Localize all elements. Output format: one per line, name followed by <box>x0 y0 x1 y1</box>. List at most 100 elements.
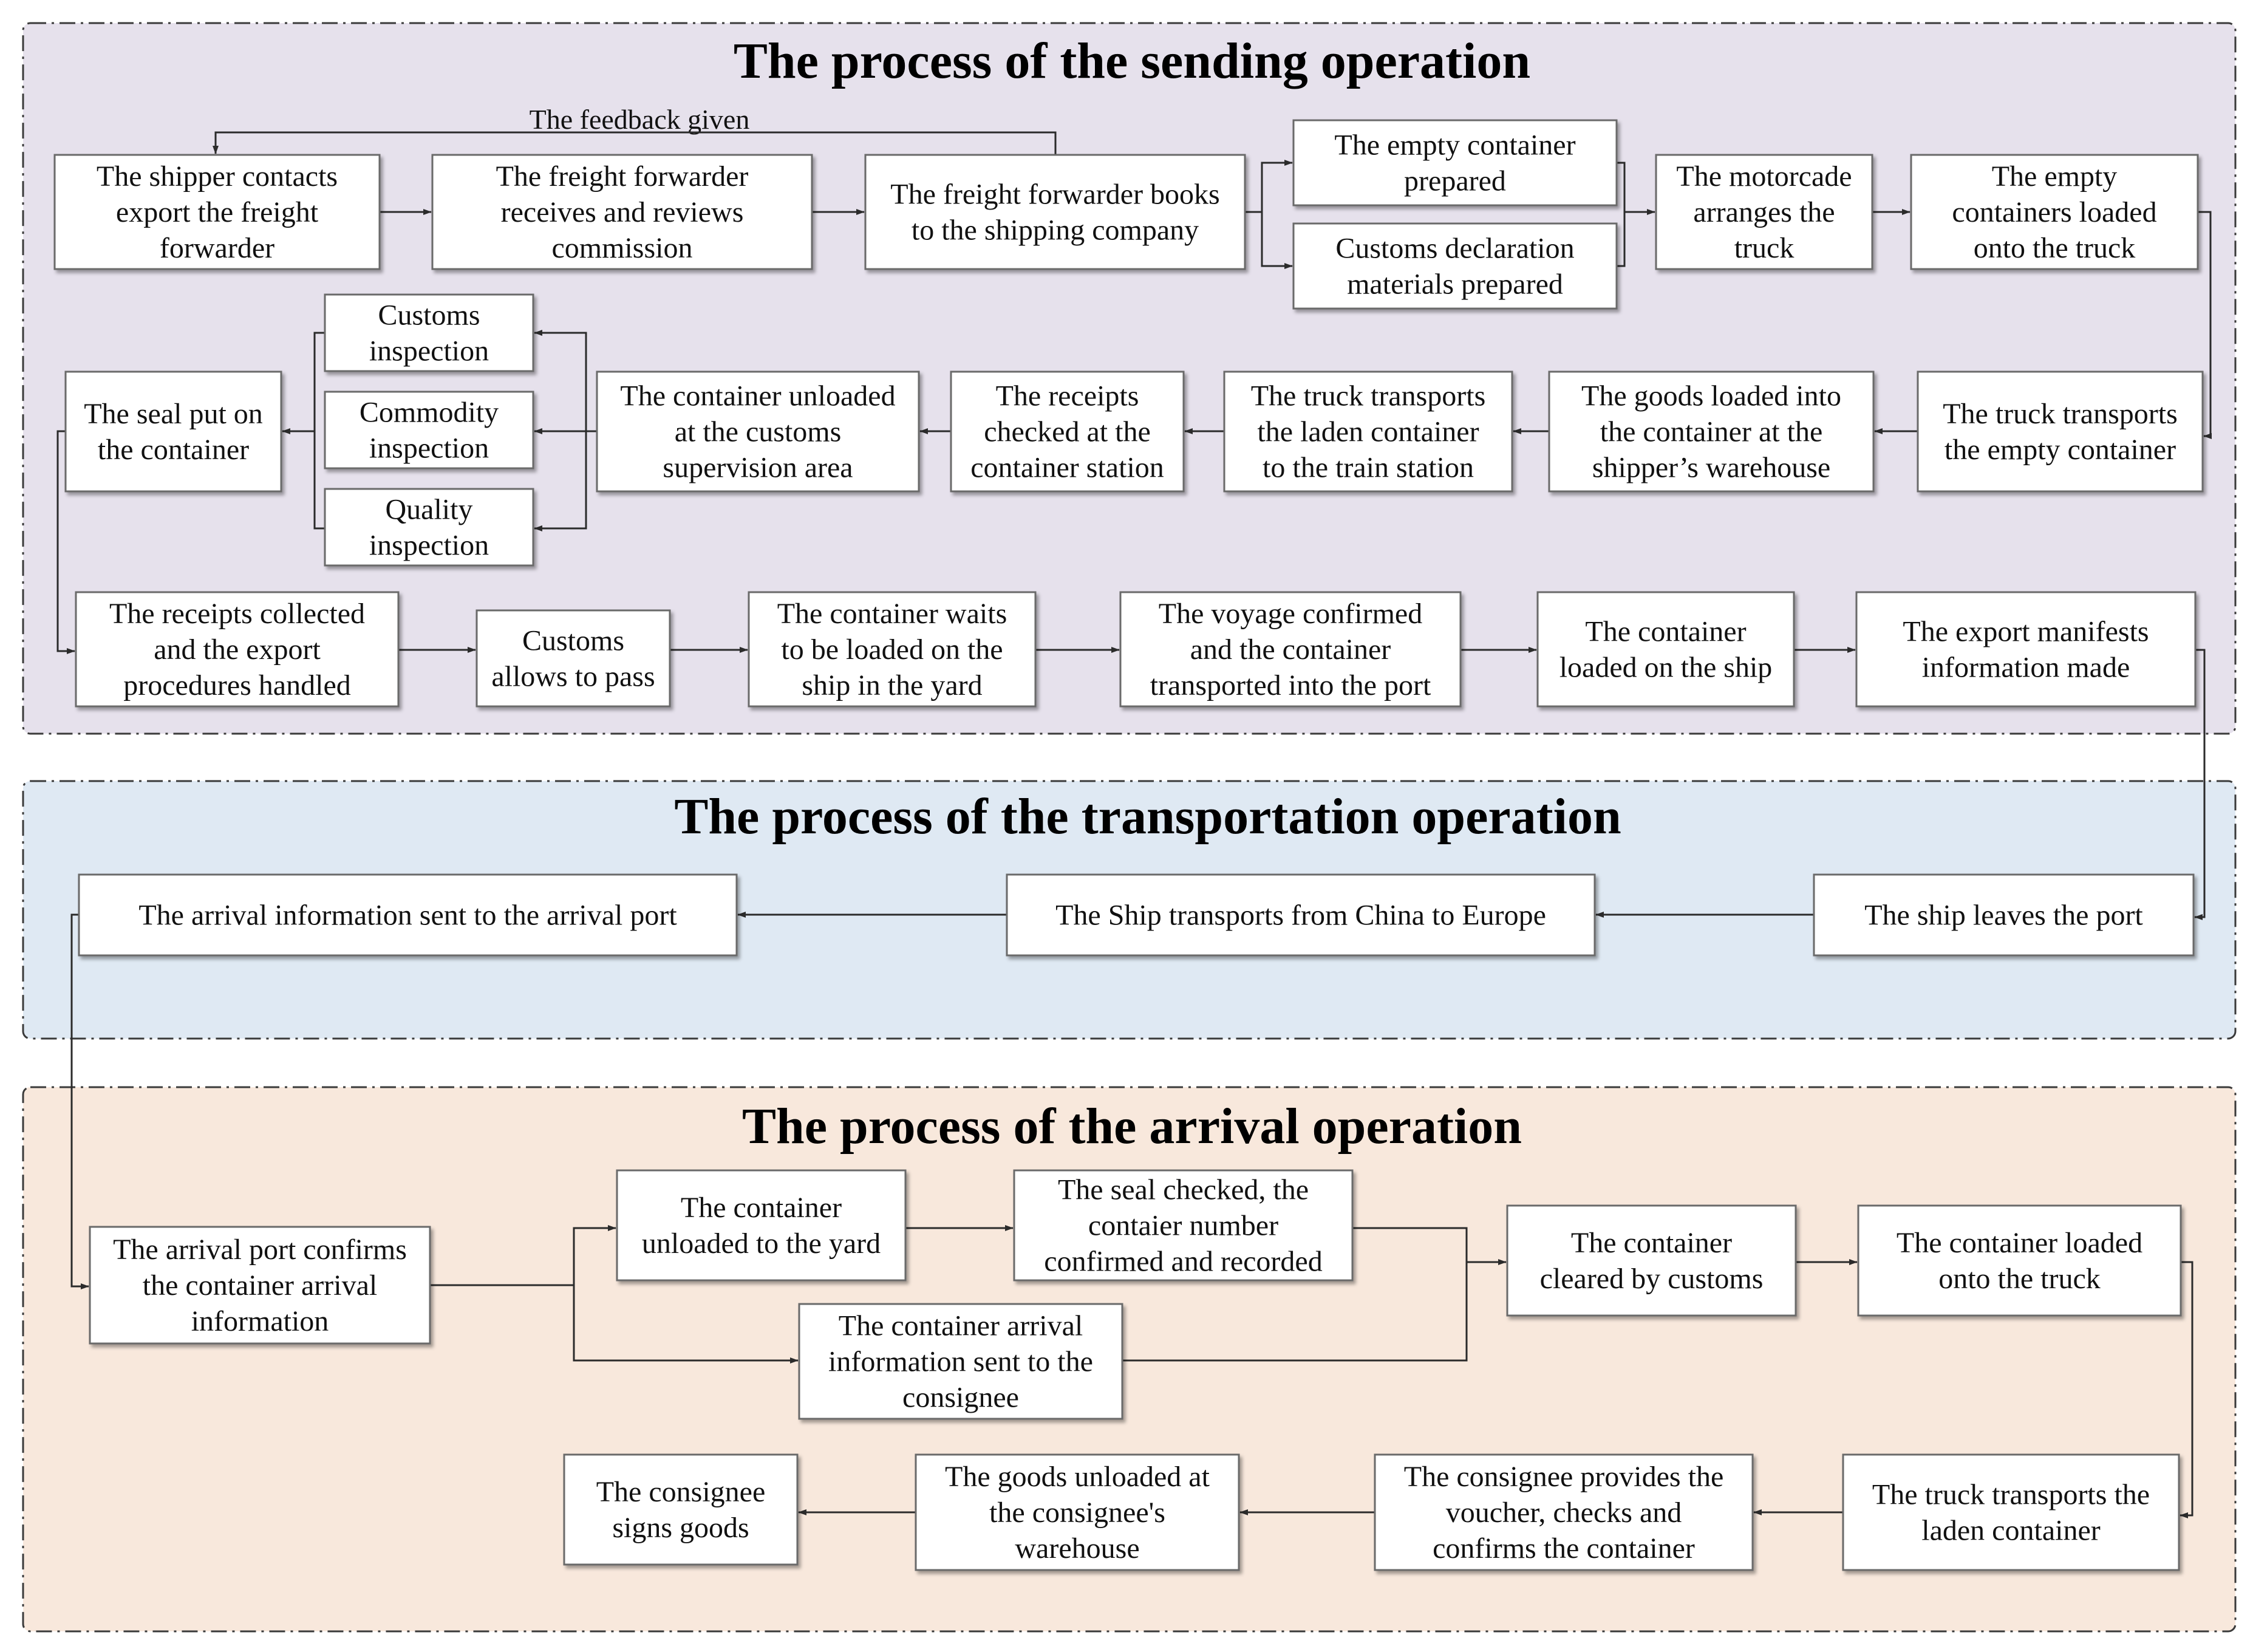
step-label-line: inspection <box>369 335 489 367</box>
step-box <box>1292 119 1618 206</box>
step-label-line: truck <box>1734 232 1795 264</box>
step-label-line: export the freight <box>116 196 319 228</box>
process-step-s17: The container loaded on the ship <box>1536 591 1795 708</box>
step-label-line: The container waits <box>777 598 1007 630</box>
step-label-line: The freight forwarder <box>496 160 749 193</box>
step-label-line: The arrival port confirms <box>113 1234 407 1266</box>
step-box <box>1857 1204 2182 1317</box>
step-label-line: The goods loaded into <box>1581 380 1841 412</box>
step-label-line: materials prepared <box>1347 268 1563 301</box>
process-step-s14: Customs allows to pass <box>475 609 671 708</box>
step-label-line: receives and reviews <box>501 196 744 228</box>
step-box <box>1917 370 2204 493</box>
step-label-line: confirms the container <box>1433 1532 1695 1565</box>
step-label-line: Commodity <box>360 397 499 429</box>
step-label-line: The motorcade <box>1676 160 1852 193</box>
step-label-line: warehouse <box>1015 1532 1139 1565</box>
step-box <box>1119 591 1462 708</box>
step-label-line: loaded on the ship <box>1559 652 1773 684</box>
step-label-line: Customs <box>522 625 624 657</box>
step-box <box>1223 370 1513 493</box>
step-label-line: transported into the port <box>1150 669 1431 701</box>
step-label-line: unloaded to the yard <box>642 1227 881 1260</box>
step-label-line: voucher, checks and <box>1446 1497 1682 1529</box>
step-label-line: The arrival information sent to the arri… <box>138 899 677 932</box>
step-label-line: allows to pass <box>491 661 655 693</box>
step-label-line: Customs <box>378 299 480 332</box>
flow-arrow <box>1245 160 1293 213</box>
step-label-line: The seal checked, the <box>1058 1174 1309 1206</box>
step-label-line: The truck transports <box>1943 398 2178 430</box>
flow-arrow <box>2194 649 2206 920</box>
step-label-line: shipper’s warehouse <box>1592 452 1830 484</box>
step-label-line: the container <box>98 434 249 466</box>
step-label-line: to the shipping company <box>912 214 1199 247</box>
step-label-line: The receipts <box>996 380 1139 412</box>
step-box <box>915 1453 1240 1571</box>
step-label-line: confirmed and recorded <box>1044 1246 1322 1278</box>
step-label-line: The container unloaded <box>620 380 895 412</box>
step-box <box>1655 154 1873 270</box>
step-box <box>1506 1204 1797 1317</box>
step-label-line: inspection <box>369 432 489 465</box>
flow-arrow <box>534 330 597 432</box>
step-label-line: to be loaded on the <box>781 633 1003 666</box>
step-label-line: checked at the <box>984 416 1151 448</box>
flow-arrow <box>70 913 89 1289</box>
step-label-line: The container <box>1585 616 1746 648</box>
flow-arrow <box>2180 1261 2193 1518</box>
step-label-line: the container arrival <box>143 1269 377 1302</box>
step-box <box>431 154 813 270</box>
step-label-line: arranges the <box>1693 196 1835 228</box>
step-box <box>75 591 400 708</box>
step-box <box>864 154 1246 270</box>
step-label-line: information <box>191 1305 329 1337</box>
process-step-t1: The ship leaves the port <box>1813 873 2195 957</box>
step-box <box>1910 154 2199 270</box>
step-label-line: signs goods <box>612 1512 749 1544</box>
step-box <box>563 1453 799 1566</box>
step-label-line: The voyage confirmed <box>1159 598 1422 630</box>
merge-line <box>1122 1227 1468 1362</box>
step-label-line: The export manifests <box>1903 616 2149 648</box>
step-box <box>798 1303 1123 1420</box>
step-label-line: the container at the <box>1600 416 1823 448</box>
step-label-line: The shipper contacts <box>97 160 338 193</box>
flow-arrow <box>573 1285 799 1364</box>
step-box <box>1548 370 1875 493</box>
flow-arrow <box>534 431 587 531</box>
step-label-line: The consignee provides the <box>1404 1461 1724 1493</box>
step-label-line: forwarder <box>160 232 274 264</box>
flow-arrow <box>2198 211 2212 439</box>
step-label-line: contaier number <box>1088 1210 1278 1242</box>
step-label-line: The container arrival <box>839 1310 1083 1342</box>
step-label-line: ship in the yard <box>802 669 982 701</box>
process-step-a4: The container arrival information sent to… <box>798 1303 1123 1420</box>
step-label-line: Quality <box>386 494 473 526</box>
process-step-a8: The consignee provides the voucher, check… <box>1374 1453 1754 1571</box>
process-step-a3: The seal checked, the contaier number conf… <box>1013 1169 1354 1282</box>
flow-arrow <box>430 1225 616 1286</box>
step-label-line: the laden container <box>1257 416 1479 448</box>
step-label-line: laden container <box>1921 1515 2101 1547</box>
step-label-line: information sent to the <box>828 1346 1093 1378</box>
step-box <box>475 609 671 708</box>
process-step-t2: The Ship transports from China to Europe <box>1006 873 1596 957</box>
step-label-line: The empty <box>1992 160 2118 193</box>
